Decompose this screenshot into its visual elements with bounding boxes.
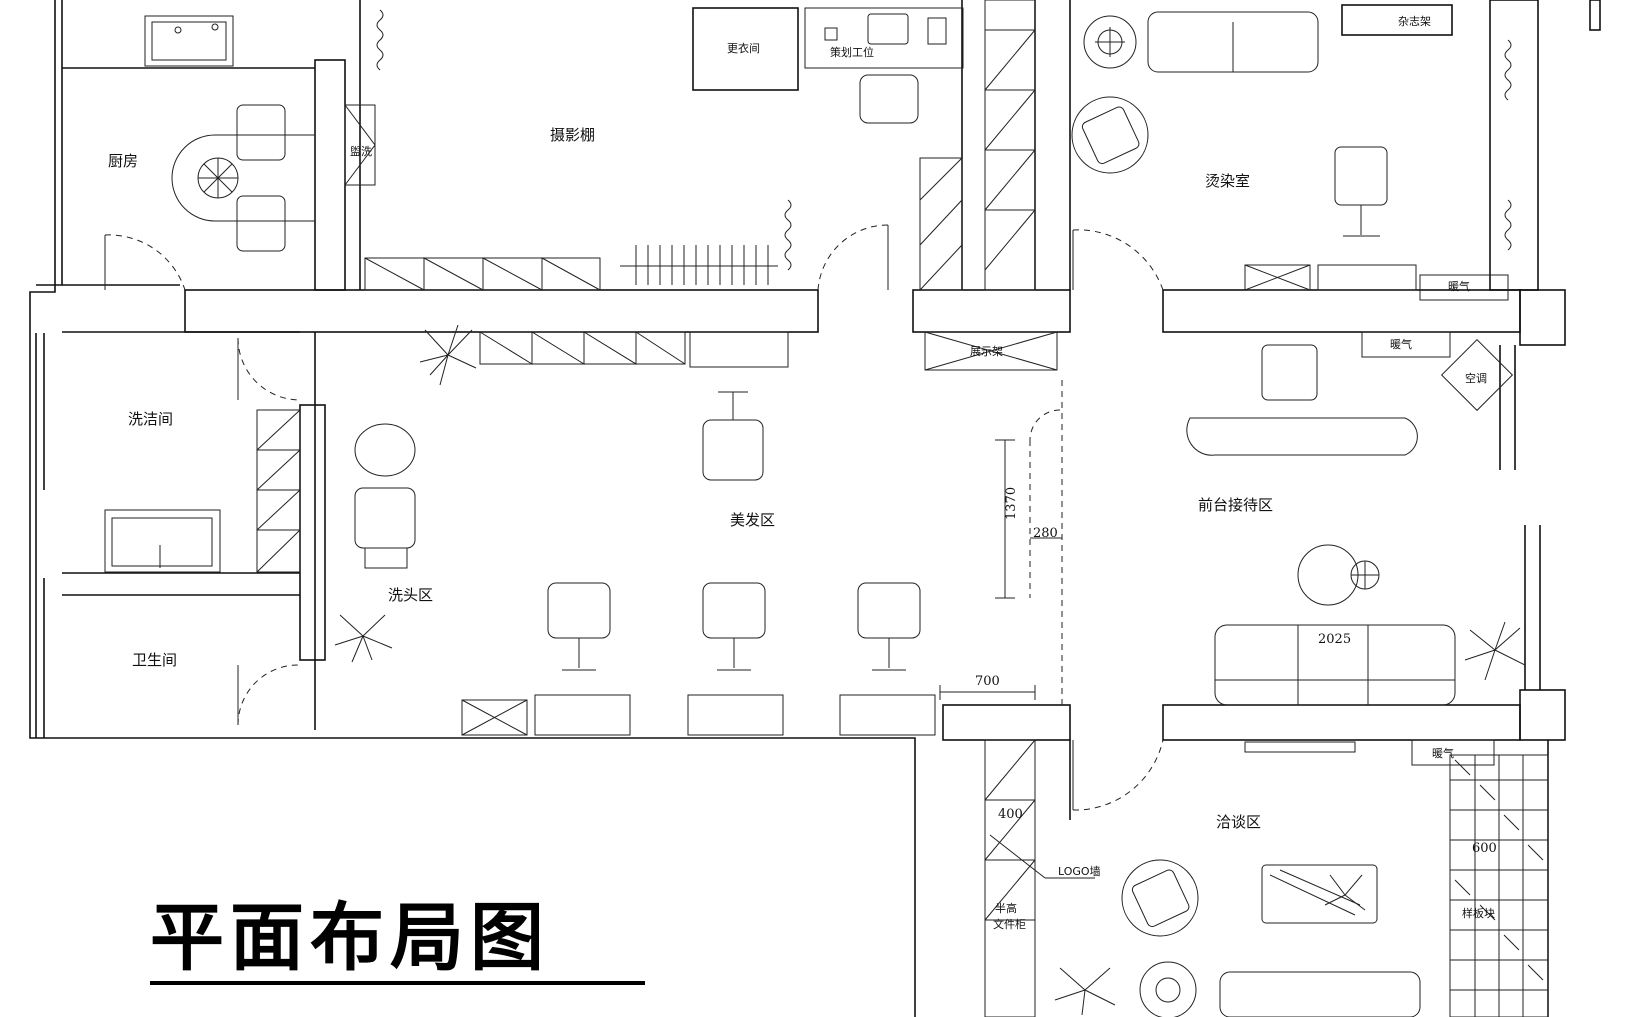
label-negotiation: 洽谈区 <box>1216 813 1261 831</box>
plant-1 <box>419 324 477 386</box>
perm-room-cabinet <box>1244 264 1417 291</box>
dining-table <box>171 104 315 252</box>
label-perm-dye-room: 烫染室 <box>1205 172 1250 190</box>
reception-desk <box>1186 417 1418 456</box>
label-photo-studio: 摄影棚 <box>550 126 595 144</box>
partition-shelf <box>984 0 1036 291</box>
label-sample-floor: 样板块 <box>1462 906 1495 920</box>
display-rack <box>924 331 1058 371</box>
plant-5 <box>1054 967 1116 1016</box>
clothes-rail <box>620 245 778 285</box>
doors <box>104 224 1164 811</box>
plan-title: 平面布局图 <box>150 895 550 981</box>
label-magazine-rack: 杂志架 <box>1398 15 1431 28</box>
perm-room-sofa <box>1147 11 1319 73</box>
kitchen-sink <box>144 15 234 67</box>
negotiation-sofa <box>1219 971 1421 1017</box>
dim-280: 280 <box>1033 526 1058 541</box>
label-logo-wall: LOGO墙 <box>1058 864 1101 878</box>
reception-sofa <box>1214 624 1456 706</box>
label-reception: 前台接待区 <box>1198 496 1273 514</box>
label-file-cabinet: 文件柜 <box>993 917 1026 931</box>
kitchen-shelf <box>344 104 376 186</box>
dim-2025: 2025 <box>1318 632 1351 647</box>
label-hair-area: 美发区 <box>730 511 775 529</box>
sample-floor-block <box>1449 754 1549 1017</box>
label-shampoo-area: 洗头区 <box>388 586 433 604</box>
planning-desk <box>804 7 964 124</box>
studio-cabinets <box>364 257 601 291</box>
dressing-room <box>692 7 799 91</box>
label-heater-2: 暖气 <box>1390 337 1412 351</box>
dim-600: 600 <box>1472 841 1497 856</box>
label-half-cabinet: 半高 <box>995 901 1017 915</box>
heater-3 <box>1411 739 1495 766</box>
curtain-4 <box>1504 199 1512 251</box>
label-heater-1: 暖气 <box>1448 279 1470 293</box>
wash-cabinet <box>256 409 301 573</box>
heater-2 <box>1361 331 1451 358</box>
styling-chairs-row <box>547 582 921 671</box>
label-display-rack: 展示架 <box>970 345 1003 358</box>
plant-3 <box>1464 621 1526 681</box>
curtain-2 <box>784 199 792 271</box>
negotiation-side-table <box>1139 961 1197 1017</box>
label-air-conditioner: 空调 <box>1465 371 1487 385</box>
label-planning-desk: 策划工位 <box>830 45 874 59</box>
magazine-rack <box>1341 4 1453 36</box>
dim-400: 400 <box>998 807 1023 822</box>
front-cabinets <box>479 331 789 368</box>
tv-unit <box>1244 741 1356 753</box>
perm-room-side-table <box>1083 15 1137 69</box>
negotiation-armchair <box>1121 859 1199 937</box>
label-heater-3: 暖气 <box>1432 746 1454 760</box>
negotiation-table <box>1261 864 1378 924</box>
dimension-lines <box>939 439 1062 700</box>
shampoo-station <box>354 423 416 569</box>
label-dressing-room: 更衣间 <box>727 41 760 55</box>
dim-1370: 1370 <box>1004 487 1019 520</box>
heater-1 <box>1419 274 1509 301</box>
reception-chair <box>1261 344 1318 401</box>
perm-room-armchair <box>1071 96 1149 174</box>
logo-wall-leader <box>989 834 1095 879</box>
plant-2 <box>334 614 393 663</box>
plant-4 <box>1324 874 1366 911</box>
label-restroom: 卫生间 <box>132 651 177 669</box>
wash-tub <box>104 509 221 573</box>
perm-room-styling-chair <box>1334 146 1388 237</box>
label-wash-room: 洗洁间 <box>128 410 173 428</box>
air-conditioner <box>1440 338 1514 412</box>
exterior-walls <box>29 0 1601 1017</box>
label-kitchen-shelf: 盥洗 <box>350 145 372 158</box>
curtain-1 <box>376 9 384 71</box>
bottom-cabinets <box>461 694 936 736</box>
label-kitchen: 厨房 <box>108 152 138 170</box>
negotiation-shelf <box>984 739 1036 1017</box>
curtain-3 <box>1504 39 1512 101</box>
studio-shelf-right <box>919 157 963 291</box>
reception-coffee-table <box>1297 544 1380 606</box>
styling-chair-top <box>702 391 764 481</box>
dim-700: 700 <box>975 674 1000 689</box>
